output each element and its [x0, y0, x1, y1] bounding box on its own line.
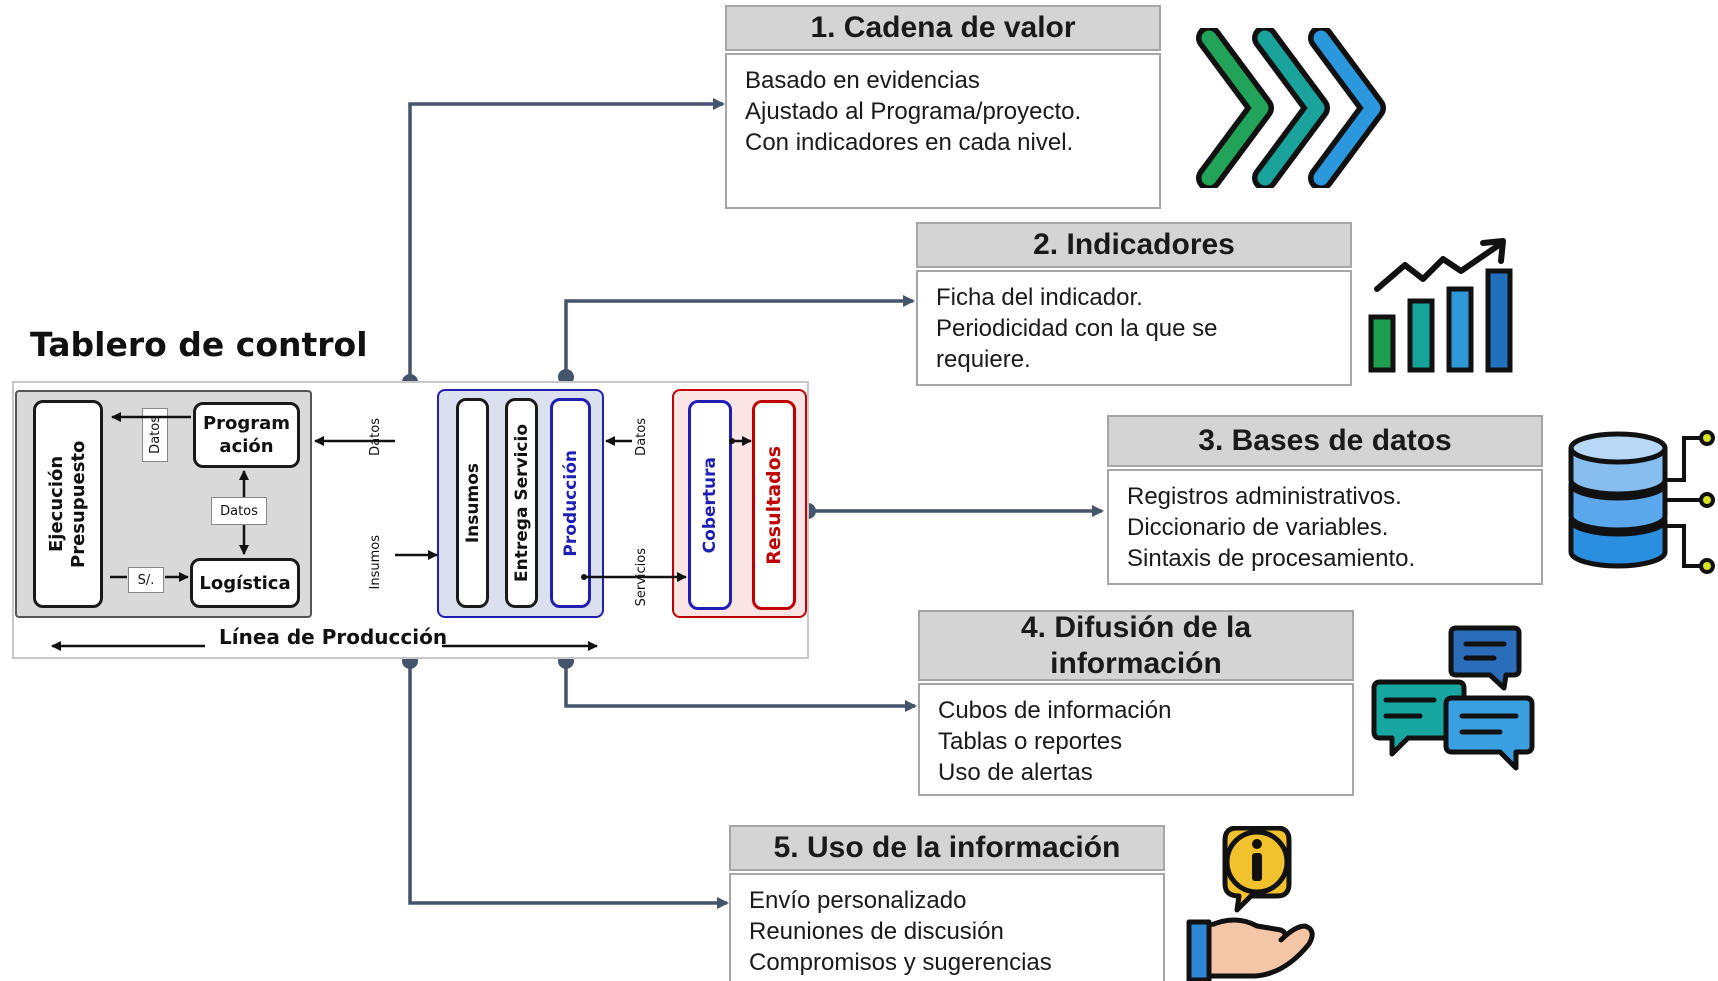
box-5-title: 5. Uso de la información [773, 831, 1121, 864]
box-1-line-3: Con indicadores en cada nivel. [745, 129, 1074, 156]
datos-box-label: Datos [220, 503, 258, 519]
entrega-servicio-column: Entrega Servicio [505, 398, 538, 608]
produccion-column: Producción [550, 398, 591, 608]
box-2-body: Ficha del indicador. Periodicidad con la… [916, 270, 1352, 386]
servicios-label-text: Servicios [634, 548, 649, 607]
box-4-line-1: Cubos de información [938, 697, 1172, 724]
box-4-line-3: Uso de alertas [938, 759, 1093, 786]
datos-box-vertical: Datos [142, 408, 168, 462]
box-2-line-2: Periodicidad con la que se [936, 315, 1218, 342]
programacion-label: Program ación [202, 413, 291, 457]
cobertura-column: Cobertura [688, 400, 732, 610]
logistica-label: Logística [199, 572, 291, 594]
box-4-line-2: Tablas o reportes [938, 728, 1123, 755]
entrega-servicio-column-label: Entrega Servicio [511, 424, 532, 582]
connector-5 [408, 660, 729, 909]
database-icon [1568, 430, 1715, 574]
box-5-line-1: Envío personalizado [749, 887, 967, 914]
box-2-line-3: requiere. [936, 346, 1031, 373]
box-5-header: 5. Uso de la información [729, 825, 1165, 871]
box-1-header: 1. Cadena de valor [725, 5, 1161, 51]
box-5-line-3: Compromisos y sugerencias [749, 949, 1052, 976]
insumos-column: Insumos [456, 398, 489, 608]
diagram-title: Tablero de control [30, 325, 368, 364]
box-2-title: 2. Indicadores [1033, 228, 1235, 261]
datos-box: Datos [211, 497, 267, 525]
hand-info-icon [1186, 826, 1315, 981]
datos-label-1: Datos [368, 418, 388, 464]
ejecucion-presupuesto-box: Ejecución Presupuesto [33, 400, 103, 608]
box-3-body: Registros administrativos. Diccionario d… [1107, 469, 1543, 585]
datos-label-1-text: Datos [368, 418, 383, 456]
cobertura-column-label: Cobertura [700, 456, 720, 554]
box-4-header: 4. Difusión de la información [918, 610, 1354, 681]
box-1-line-2: Ajustado al Programa/proyecto. [745, 98, 1082, 125]
box-5-body: Envío personalizado Reuniones de discusi… [729, 873, 1165, 981]
box-1-body: Basado en evidencias Ajustado al Program… [725, 53, 1161, 209]
resultados-column: Resultados [752, 400, 796, 610]
chat-bubbles-icon [1371, 625, 1535, 771]
connector-2 [564, 295, 915, 377]
logistica-box: Logística [190, 558, 300, 608]
box-3-line-2: Diccionario de variables. [1127, 514, 1389, 541]
connector-4 [564, 660, 917, 712]
chevrons-icon [1196, 28, 1386, 188]
box-3-line-1: Registros administrativos. [1127, 483, 1402, 510]
servicios-label: Servicios [634, 548, 654, 618]
linea-produccion-label: Línea de Producción [213, 625, 454, 649]
box-1-title: 1. Cadena de valor [810, 11, 1076, 44]
insumos-label-text: Insumos [368, 535, 383, 590]
box-1-line-1: Basado en evidencias [745, 67, 980, 94]
datos-label-2: Datos [634, 418, 654, 464]
soles-box: S/. [128, 567, 164, 593]
soles-box-label: S/. [137, 572, 155, 588]
programacion-box: Program ación [193, 402, 300, 468]
box-4-body: Cubos de información Tablas o reportes U… [918, 683, 1354, 796]
insumos-column-label: Insumos [462, 462, 483, 544]
box-3-header: 3. Bases de datos [1107, 415, 1543, 467]
box-3-title: 3. Bases de datos [1198, 424, 1452, 457]
box-4-title-line-1: 4. Difusión de la [1020, 610, 1252, 644]
datos-label-2-text: Datos [634, 418, 649, 456]
ejecucion-presupuesto-label: Ejecución Presupuesto [46, 440, 89, 568]
box-2-header: 2. Indicadores [916, 222, 1352, 268]
box-2-line-1: Ficha del indicador. [936, 284, 1143, 311]
connector-1 [408, 98, 725, 382]
resultados-column-label: Resultados [763, 445, 785, 565]
produccion-column-label: Producción [560, 449, 581, 557]
bar-chart-icon [1368, 238, 1513, 373]
datos-box-vertical-label: Datos [147, 416, 163, 454]
box-3-line-3: Sintaxis de procesamiento. [1127, 545, 1416, 572]
insumos-label: Insumos [368, 535, 388, 595]
box-5-line-2: Reuniones de discusión [749, 918, 1004, 945]
box-4-title-line-2: información [1050, 646, 1222, 680]
